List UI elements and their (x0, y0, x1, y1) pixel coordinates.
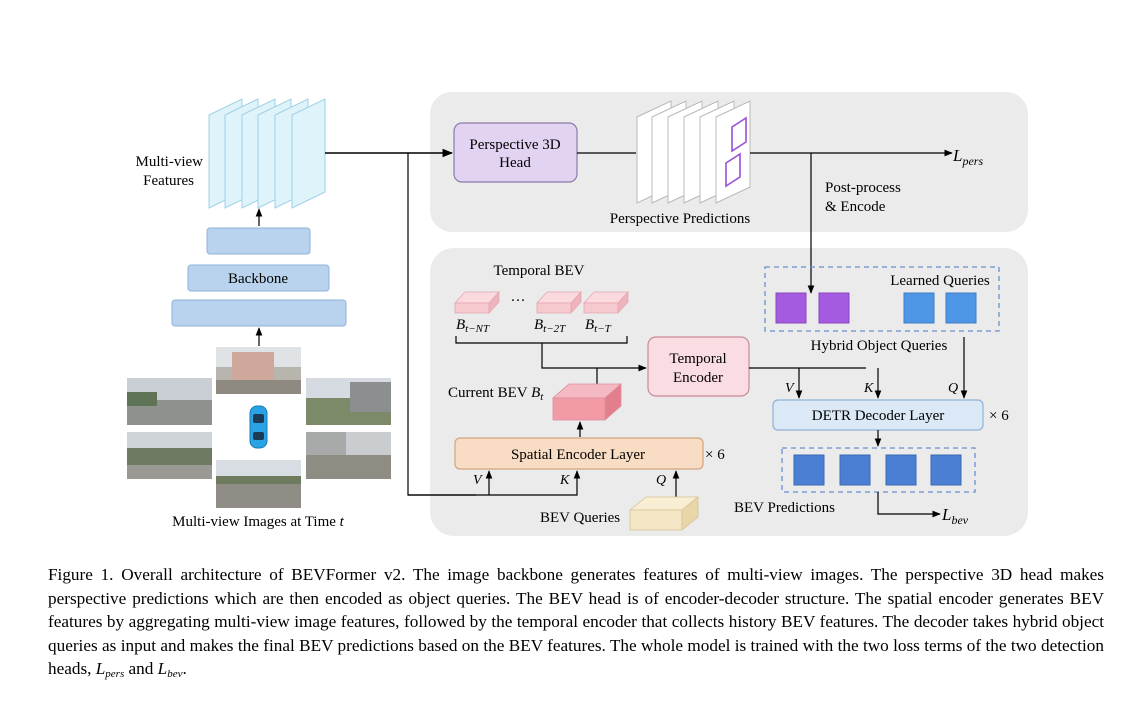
learned-query-2 (945, 292, 977, 324)
backbone-label: Backbone (228, 271, 288, 287)
features-label-line2: Features (143, 173, 194, 189)
architecture-diagram: Multi-view Features Backbone (127, 92, 1028, 536)
temporal-encoder-line1: Temporal (669, 351, 726, 367)
camera-image-back-right (306, 432, 391, 479)
perspective-head-line1: Perspective 3D (469, 137, 560, 153)
converted-query-1 (775, 292, 807, 324)
bev-prediction-1 (793, 454, 825, 486)
bev-prediction-4 (930, 454, 962, 486)
predictions-to-bev-loss-arrow (877, 492, 941, 518)
spatial-times-label: × 6 (705, 447, 725, 463)
postprocess-label-line2: & Encode (825, 199, 886, 215)
spatial-q-label: Q (656, 473, 666, 488)
caption-loss-bev: Lbev (157, 659, 183, 680)
perspective-predictions-label: Perspective Predictions (610, 211, 751, 227)
detr-v-label: V (785, 381, 795, 396)
temporal-bev-to-encoder-arrow (541, 343, 647, 372)
features-label-line1: Multi-view (136, 154, 204, 170)
temporal-encoder-line2: Encoder (673, 370, 723, 386)
bev-t-t-label: Bt−T (585, 317, 612, 335)
figure-caption: Figure 1. Overall architecture of BEVFor… (48, 563, 1104, 681)
bev-queries-block (628, 496, 700, 531)
bev-t-nt-label: Bt−NT (456, 317, 490, 335)
caption-text: Figure 1. Overall architecture of BEVFor… (48, 565, 1104, 678)
temporal-bev-slab-2t (536, 290, 582, 315)
detr-q-label: Q (948, 381, 958, 396)
ego-car-icon (249, 405, 268, 449)
temporal-bev-label: Temporal BEV (493, 263, 584, 279)
caption-end: . (182, 659, 187, 678)
detr-k-label: K (863, 381, 874, 396)
multi-view-features-stack (208, 98, 326, 209)
hybrid-queries-dashed-box (764, 266, 1000, 332)
camera-image-back-left (127, 432, 212, 479)
caption-loss-pers: Lpers (95, 659, 125, 680)
converted-query-2 (818, 292, 850, 324)
learned-query-1 (903, 292, 935, 324)
backbone-middle-layer (187, 264, 330, 292)
perspective-head-line2: Head (499, 155, 531, 171)
postprocess-label-line1: Post-process (825, 180, 901, 196)
bev-prediction-2 (839, 454, 871, 486)
caption-and: and (124, 659, 158, 678)
spatial-v-label: V (473, 473, 483, 488)
spatial-encoder-layer-box (454, 437, 704, 470)
backbone-bottom-layer (171, 299, 347, 327)
loss-pers: Lpers (952, 146, 983, 168)
current-bev-block (551, 383, 623, 421)
temporal-encoder-box (647, 336, 750, 397)
detr-decoder-label: DETR Decoder Layer (812, 408, 944, 424)
perspective-predictions-stack (636, 100, 751, 204)
detr-times-label: × 6 (989, 408, 1009, 424)
temporal-ellipsis: … (511, 289, 526, 305)
bev-prediction-3 (885, 454, 917, 486)
learned-queries-label: Learned Queries (890, 273, 990, 289)
current-bev-label: Current BEV Bt (448, 385, 544, 403)
camera-image-front-left (127, 378, 212, 425)
temporal-bev-slab-nt (454, 290, 500, 315)
spatial-k-label: K (559, 473, 570, 488)
bev-queries-label: BEV Queries (540, 510, 620, 526)
camera-image-front (216, 347, 301, 394)
spatial-k-arrow (408, 470, 581, 496)
images-label: Multi-view Images at Time t (172, 514, 345, 530)
camera-image-front-right (306, 378, 391, 425)
camera-image-back (216, 460, 301, 508)
backbone-top-layer (206, 227, 311, 255)
temporal-bev-slab-t (583, 290, 629, 315)
hybrid-queries-label: Hybrid Object Queries (811, 338, 948, 354)
bev-predictions-label: BEV Predictions (734, 500, 835, 516)
loss-bev: Lbev (941, 505, 969, 527)
bev-t-2t-label: Bt−2T (534, 317, 566, 335)
spatial-encoder-label: Spatial Encoder Layer (511, 447, 645, 463)
predicted-box-icons (725, 116, 747, 188)
